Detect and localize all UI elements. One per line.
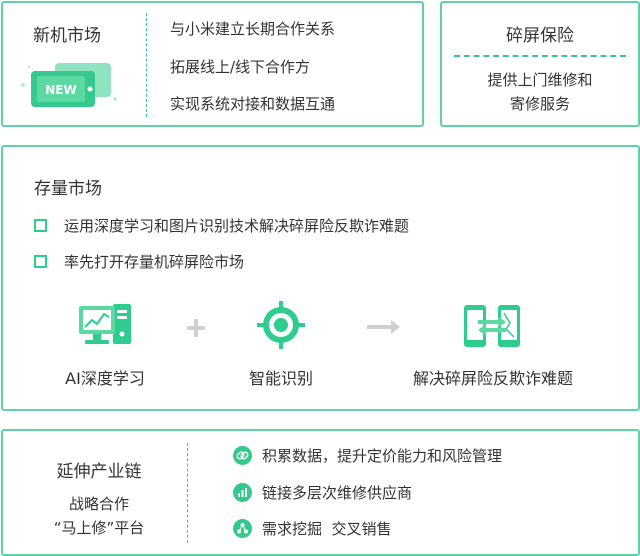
- chain-card: 延伸产业链 战略合作 “马上修”平台 积累数据，提升定价能力和风险管理 链接多层…: [1, 429, 640, 556]
- plus-icon: [187, 319, 205, 337]
- network-icon: [233, 519, 252, 538]
- new-market-card: 新机市场 NEW 与小米建立长期合作关系 拓展线上/线下合作方 实现系统对接和数…: [1, 1, 424, 127]
- insurance-title: 碎屏保险: [506, 26, 574, 46]
- new-market-line-2: 拓展线上/线下合作方: [170, 58, 311, 76]
- checkbox-icon: [34, 255, 47, 268]
- chain-title: 延伸产业链: [56, 462, 142, 482]
- flow-step-2-label: 智能识别: [248, 369, 313, 388]
- chain-divider: [187, 443, 188, 543]
- insurance-desc-line-1: 提供上门维修和: [487, 71, 593, 89]
- flow-step-1-label: AI深度学习: [65, 369, 145, 388]
- checkbox-icon: [34, 219, 47, 232]
- link-icon: [233, 446, 252, 465]
- phone-transfer-icon: [464, 305, 520, 347]
- new-badge-text: NEW: [45, 83, 76, 97]
- ai-computer-icon: [79, 304, 131, 344]
- insurance-desc-line-2: 寄修服务: [509, 95, 570, 113]
- stock-bullet-2-label: 率先打开存量机碎屏险市场: [64, 253, 245, 271]
- new-market-line-1: 与小米建立长期合作关系: [170, 20, 336, 38]
- insurance-card: 碎屏保险 提供上门维修和 寄修服务: [440, 1, 640, 127]
- chain-sub-line-2: “马上修”平台: [53, 519, 145, 537]
- new-market-divider: [146, 13, 147, 117]
- stock-market-card: 存量市场 运用深度学习和图片识别技术解决碎屏险反欺诈难题 率先打开存量机碎屏险市…: [1, 145, 640, 411]
- stock-market-title: 存量市场: [34, 179, 102, 199]
- chain-item-3-label: 需求挖掘 交叉销售: [262, 520, 392, 538]
- chain-item-1: 积累数据，提升定价能力和风险管理: [233, 445, 502, 466]
- target-icon: [257, 301, 305, 349]
- insurance-divider: [454, 55, 626, 57]
- chain-sub-line-1: 战略合作: [68, 495, 129, 513]
- arrow-right-icon: [367, 320, 400, 334]
- chain-item-1-label: 积累数据，提升定价能力和风险管理: [262, 447, 503, 465]
- flow-step-3-label: 解决碎屏险反欺诈难题: [412, 369, 573, 388]
- chain-item-2-label: 链接多层次维修供应商: [262, 484, 413, 502]
- stock-bullet-1: 运用深度学习和图片识别技术解决碎屏险反欺诈难题: [34, 215, 409, 236]
- bar-chart-icon: [233, 483, 252, 502]
- new-market-line-3: 实现系统对接和数据互通: [170, 95, 336, 113]
- new-phones-icon: NEW: [21, 63, 117, 107]
- stock-bullet-2: 率先打开存量机碎屏险市场: [34, 251, 244, 272]
- chain-item-3: 需求挖掘 交叉销售: [233, 518, 392, 539]
- stock-bullet-1-label: 运用深度学习和图片识别技术解决碎屏险反欺诈难题: [64, 217, 410, 235]
- chain-item-2: 链接多层次维修供应商: [233, 482, 412, 503]
- new-market-title: 新机市场: [33, 26, 101, 46]
